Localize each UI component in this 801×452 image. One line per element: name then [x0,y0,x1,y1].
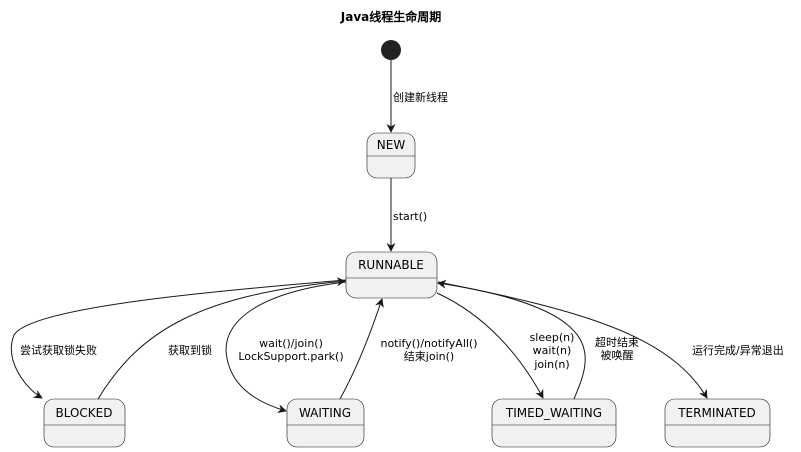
label-waiting-to-runnable-2: 结束join() [404,350,454,363]
state-timed-waiting: TIMED_WAITING [491,398,617,448]
edge-runnable-to-terminated [437,281,708,399]
diagram-title: Java线程生命周期 [340,9,441,24]
label-runnable-to-timed-3: join(n) [533,358,569,371]
label-runnable-to-terminated: 运行完成/异常退出 [692,343,784,357]
state-new-label: NEW [377,138,406,152]
label-new-to-runnable: start() [393,210,427,223]
edge-waiting-to-runnable [339,298,384,400]
label-runnable-to-blocked: 尝试获取锁失败 [20,343,97,357]
state-runnable: RUNNABLE [345,251,438,299]
edge-runnable-to-blocked [10,279,347,399]
state-terminated-label: TERMINATED [677,406,756,420]
label-runnable-to-timed-2: wait(n) [533,344,572,357]
label-blocked-to-runnable: 获取到锁 [168,343,212,357]
state-runnable-label: RUNNABLE [358,258,424,272]
initial-state-node [381,40,401,60]
label-runnable-to-waiting-2: LockSupport.park() [238,350,343,363]
state-blocked-label: BLOCKED [55,406,112,420]
state-timed-waiting-label: TIMED_WAITING [505,406,602,420]
edge-runnable-to-waiting [225,281,347,414]
state-new: NEW [366,132,416,179]
edge-blocked-to-runnable [97,277,346,400]
label-waiting-to-runnable-1: notify()/notifyAll() [380,337,477,350]
state-waiting-label: WAITING [299,406,351,420]
label-runnable-to-waiting-1: wait()/join() [259,337,323,350]
label-runnable-to-timed-1: sleep(n) [530,331,575,344]
label-timed-to-runnable-1: 超时结束 [595,335,639,349]
edge-runnable-to-timed-waiting [436,292,544,399]
label-timed-to-runnable-2: 被唤醒 [601,348,634,362]
state-terminated: TERMINATED [664,398,771,448]
state-waiting: WAITING [286,398,365,448]
label-start-to-new: 创建新线程 [393,90,448,104]
state-blocked: BLOCKED [43,398,126,448]
